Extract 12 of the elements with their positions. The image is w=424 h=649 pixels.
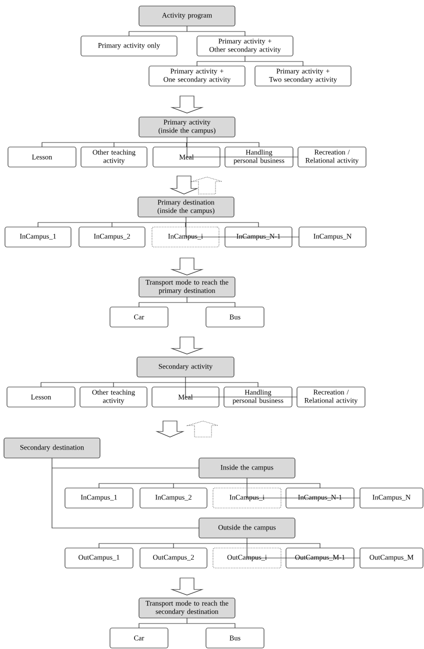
hollow-arrow	[170, 258, 204, 276]
tree-connector	[128, 26, 246, 36]
dotted-arrow	[186, 420, 220, 438]
hollow-arrow	[170, 578, 204, 596]
hollow-arrow	[170, 176, 198, 194]
dotted-arrow	[190, 176, 224, 194]
tree-connector	[52, 458, 200, 528]
tree-connector	[196, 56, 304, 66]
hollow-arrow	[170, 336, 204, 354]
hollow-arrow	[156, 420, 184, 438]
tree-connector	[138, 296, 236, 308]
tree-connector	[138, 618, 236, 628]
